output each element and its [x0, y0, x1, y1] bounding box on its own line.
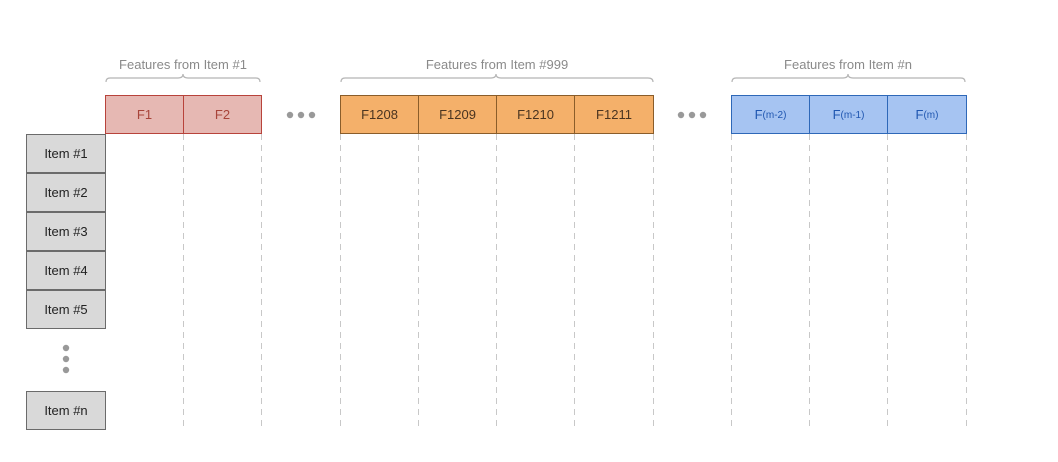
group-label-item-n: Features from Item #n	[784, 57, 912, 72]
feature-label: F1	[136, 107, 153, 122]
feature-cell-f-m-1: F(m-1)	[809, 95, 888, 134]
item-row-3: Item #3	[26, 212, 106, 251]
feature-label-subscript: (m-2)	[762, 110, 787, 121]
item-label: Item #n	[44, 403, 88, 418]
feature-label-main: F	[754, 107, 763, 122]
group-brace	[105, 73, 261, 83]
feature-label: F1209	[439, 107, 476, 122]
item-label: Item #1	[44, 146, 88, 161]
group-brace	[731, 73, 966, 83]
horizontal-ellipsis-icon	[286, 111, 316, 119]
feature-cell-f1210: F1210	[496, 95, 575, 134]
item-row-2: Item #2	[26, 173, 106, 212]
group-label-item-1: Features from Item #1	[119, 57, 247, 72]
feature-label-main: F	[832, 107, 841, 122]
feature-label-subscript: (m)	[923, 110, 939, 121]
group-label-item-999: Features from Item #999	[425, 57, 569, 72]
item-label: Item #4	[44, 263, 88, 278]
group-brace	[340, 73, 654, 83]
item-label: Item #2	[44, 185, 88, 200]
item-label: Item #3	[44, 224, 88, 239]
vertical-ellipsis-icon	[62, 344, 70, 374]
feature-label-subscript: (m-1)	[840, 110, 865, 121]
item-row-n: Item #n	[26, 391, 106, 430]
item-label: Item #5	[44, 302, 88, 317]
feature-label-main: F	[915, 107, 924, 122]
feature-cell-f1211: F1211	[574, 95, 654, 134]
feature-label: F1208	[361, 107, 398, 122]
feature-cell-f2: F2	[183, 95, 262, 134]
feature-label: F2	[214, 107, 231, 122]
item-row-1: Item #1	[26, 134, 106, 173]
feature-cell-f-m: F(m)	[887, 95, 967, 134]
feature-cell-f1208: F1208	[340, 95, 419, 134]
column-guides	[183, 134, 967, 430]
horizontal-ellipsis-icon	[677, 111, 707, 119]
feature-label: F1210	[517, 107, 554, 122]
feature-label: F1211	[596, 107, 632, 122]
feature-cell-f1209: F1209	[418, 95, 497, 134]
feature-cell-f-m-2: F(m-2)	[731, 95, 810, 134]
item-row-4: Item #4	[26, 251, 106, 290]
item-row-5: Item #5	[26, 290, 106, 329]
feature-cell-f1: F1	[105, 95, 184, 134]
